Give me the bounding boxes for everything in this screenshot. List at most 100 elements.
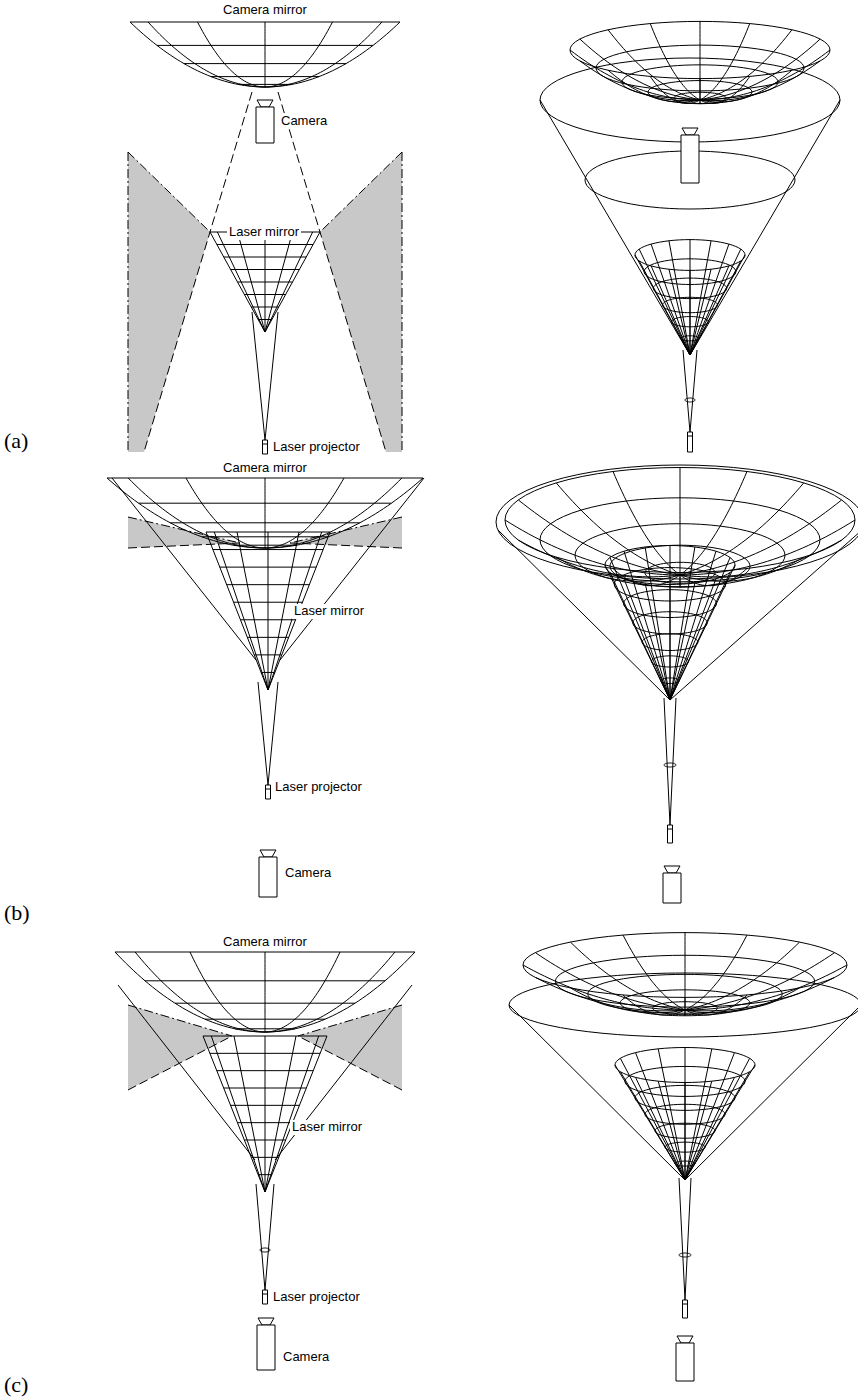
bowl-meridian xyxy=(650,24,700,100)
bowl-meridian xyxy=(685,942,800,1010)
part-label: Camera xyxy=(281,1350,331,1365)
mirror-meridian xyxy=(265,22,400,87)
bowl-meridian xyxy=(518,500,680,575)
camera-view-ray xyxy=(128,543,240,548)
beam-section xyxy=(260,1248,270,1252)
cone-meridian xyxy=(217,232,265,332)
laser-ray xyxy=(118,985,255,1160)
cone-meridian xyxy=(651,244,690,355)
laser-beam xyxy=(690,350,697,432)
cone-meridian xyxy=(635,255,690,355)
camera-lens xyxy=(257,100,273,107)
wireframe-drawing xyxy=(107,21,858,1381)
cone-meridian xyxy=(690,266,729,355)
camera-view-ray xyxy=(278,92,386,452)
cone-meridian xyxy=(690,255,745,355)
laser-projector xyxy=(263,1290,268,1304)
cone-meridian xyxy=(265,232,266,332)
bowl-meridian xyxy=(700,39,820,100)
camera-body xyxy=(663,873,681,903)
bowl-meridian xyxy=(700,70,792,102)
laser-beam xyxy=(256,1184,265,1290)
part-label: Camera mirror xyxy=(221,461,309,476)
laser-projector xyxy=(266,785,271,799)
cone-meridian xyxy=(670,579,716,700)
panel-label: (c) xyxy=(4,1372,28,1397)
bowl-meridian xyxy=(556,483,680,575)
mirror-meridian xyxy=(265,952,266,1032)
cone-meridian xyxy=(211,1036,265,1192)
laser-plane xyxy=(128,152,210,232)
cone-meridian xyxy=(624,579,670,700)
laser-projector xyxy=(683,1300,688,1318)
mirror-meridian xyxy=(135,952,265,1032)
camera-lens xyxy=(260,850,276,857)
cone-meridian xyxy=(690,269,711,355)
camera-body xyxy=(259,857,277,897)
laser-beam xyxy=(265,312,278,440)
part-label: Laser projector xyxy=(271,440,362,455)
laser-ray xyxy=(275,985,412,1160)
cone-meridian xyxy=(210,232,265,332)
beam-section xyxy=(679,1253,691,1257)
cone-meridian xyxy=(685,1065,755,1180)
cone-meridian xyxy=(636,1053,685,1180)
cone-meridian xyxy=(670,558,730,700)
bowl-meridian xyxy=(623,935,685,1010)
mirror-meridian xyxy=(190,952,265,1032)
laser-beam xyxy=(679,1178,685,1300)
cone-meridian xyxy=(690,249,741,355)
laser-beam xyxy=(252,312,265,440)
camera-lens xyxy=(664,866,680,873)
mirror-meridian xyxy=(148,22,265,87)
mirror-meridian xyxy=(186,478,265,548)
cone-meridian xyxy=(670,546,671,701)
laser-cone-rim xyxy=(540,58,840,142)
laser-plane xyxy=(128,152,129,452)
mirror-meridian xyxy=(265,478,423,548)
cone-meridian xyxy=(265,232,313,332)
cone-meridian xyxy=(685,1049,712,1180)
cone-meridian xyxy=(685,1058,750,1180)
cone-meridian xyxy=(639,249,690,355)
bowl-meridian xyxy=(580,39,700,100)
laser-cone-edge xyxy=(498,530,670,700)
laser-cone-rim xyxy=(509,973,858,1037)
camera-body xyxy=(681,135,699,183)
bowl-meridian xyxy=(680,483,804,575)
mirror-meridian xyxy=(265,478,402,548)
cone-meridian xyxy=(685,1053,734,1180)
cone-meridian xyxy=(651,266,690,355)
laser-projector xyxy=(263,440,268,454)
mirror-meridian xyxy=(115,952,265,1032)
camera-lens xyxy=(258,1318,274,1325)
mirror-meridian xyxy=(265,478,266,548)
camera-lens xyxy=(682,128,698,135)
camera-body xyxy=(676,1343,694,1381)
cone-meridian xyxy=(685,1072,750,1180)
mirror-meridian xyxy=(107,478,265,548)
cone-meridian xyxy=(670,547,695,700)
bowl-meridian xyxy=(685,953,835,1010)
bowl-meridian xyxy=(700,30,792,100)
cone-meridian xyxy=(203,1036,265,1192)
mirror-meridian xyxy=(265,22,382,87)
mirror-meridian xyxy=(130,22,265,87)
cone-meridian xyxy=(658,1081,685,1180)
part-label: Laser mirror xyxy=(292,604,366,619)
part-label: Laser mirror xyxy=(227,225,301,240)
mirror-meridian xyxy=(265,22,266,87)
laser-projector xyxy=(263,1294,268,1295)
bowl-meridian xyxy=(685,935,747,1010)
cone-meridian xyxy=(265,232,320,332)
laser-projector xyxy=(683,1304,688,1305)
part-label: Laser projector xyxy=(273,780,364,795)
laser-beam xyxy=(268,682,278,785)
bowl-meridian xyxy=(685,988,800,1013)
cone-meridian xyxy=(669,241,690,355)
cone-meridian xyxy=(265,1036,296,1192)
panel-label: (a) xyxy=(4,428,28,453)
laser-plane xyxy=(320,152,402,232)
